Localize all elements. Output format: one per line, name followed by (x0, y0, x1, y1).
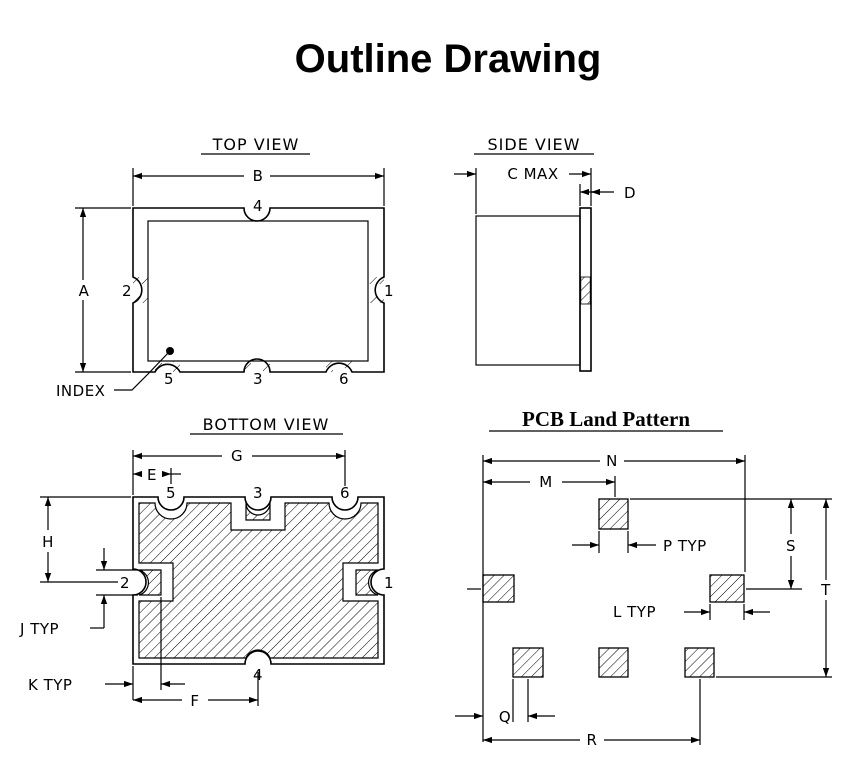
side-view: SIDE VIEW C MAX D (454, 135, 636, 372)
top-pin-2: 2 (122, 282, 132, 300)
dim-S-label: S (786, 537, 796, 555)
pcb-land-pattern: PCB Land Pattern N M P (455, 407, 832, 749)
bottom-view: BOTTOM VIEW 5 3 6 2 1 4 G E (19, 415, 394, 710)
dim-H-label: H (42, 533, 54, 551)
pcb-pad-bottom-right (684, 647, 715, 678)
dim-P-label: P TYP (663, 537, 707, 555)
dim-R-label: R (587, 731, 598, 749)
top-pin-3: 3 (253, 370, 263, 388)
dim-A-label: A (79, 282, 90, 300)
dim-M-label: M (539, 473, 552, 491)
bottom-pin-5: 5 (166, 484, 176, 502)
pcb-pad-left (482, 574, 515, 603)
page-title: Outline Drawing (295, 37, 602, 81)
pcb-pad-bottom-left (512, 647, 544, 678)
top-pin-5: 5 (164, 370, 174, 388)
dim-N-label: N (606, 452, 618, 470)
side-view-label: SIDE VIEW (488, 135, 581, 154)
top-view: TOP VIEW INDEX 4 2 1 5 3 6 B (56, 135, 394, 400)
bottom-pad-3 (245, 502, 271, 521)
pcb-pad-upper (598, 498, 629, 530)
dim-T-label: T (820, 581, 831, 599)
side-view-body (475, 215, 581, 366)
bottom-pad-2 (138, 569, 162, 596)
dim-B-label: B (253, 167, 264, 185)
pcb-pad-bottom-mid (598, 647, 629, 678)
pcb-view-label: PCB Land Pattern (522, 407, 690, 431)
dim-Q-label: Q (499, 708, 511, 726)
top-pin-1: 1 (384, 282, 394, 300)
dim-F-label: F (190, 692, 199, 710)
dim-J-label: J TYP (19, 620, 59, 638)
dim-E-label: E (147, 466, 157, 484)
bottom-view-label: BOTTOM VIEW (203, 415, 330, 434)
bottom-pin-1: 1 (384, 574, 394, 592)
bottom-pin-6: 6 (340, 484, 350, 502)
bottom-pin-3: 3 (253, 484, 263, 502)
bottom-pin-2: 2 (120, 574, 130, 592)
index-label: INDEX (56, 382, 105, 400)
top-view-inner-rim (147, 220, 369, 362)
pcb-pad-right (709, 574, 745, 603)
side-view-base (579, 207, 592, 372)
top-pin-4: 4 (253, 197, 263, 215)
bottom-ground-pad (138, 502, 379, 659)
dim-C-label: C MAX (507, 165, 558, 183)
dim-G-label: G (231, 447, 243, 465)
bottom-pad-1 (355, 569, 379, 596)
dim-L-label: L TYP (613, 603, 656, 621)
bottom-view-outline (132, 496, 385, 665)
dim-D-label: D (624, 184, 636, 202)
top-pin-6: 6 (339, 370, 349, 388)
dim-K-label: K TYP (28, 676, 72, 694)
top-view-label: TOP VIEW (212, 135, 300, 154)
